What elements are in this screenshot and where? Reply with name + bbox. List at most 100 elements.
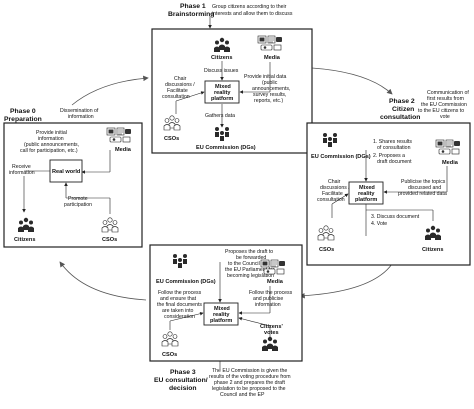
phase2-step2-l2: draft document <box>377 159 412 165</box>
phase1-csos-label: CSOs <box>164 136 179 142</box>
phase1-chair-l4: consultation <box>162 94 190 100</box>
phase2-publicise-l2: discussed and <box>408 185 441 191</box>
phase2-note-l4: to the EU citizens to <box>418 108 464 114</box>
phase0-citizens-label: Citizens <box>14 237 35 243</box>
phase3-follow-l4: are taken into <box>162 308 194 314</box>
phase3-votes-l2: votes <box>264 330 279 336</box>
phase0-provide-l2: information <box>38 136 64 142</box>
phase3-eu-label: EU Commission (DGs) <box>156 279 216 285</box>
phase3-proposes-l3: to the Council and <box>228 261 270 267</box>
phase1-media-label: Media <box>264 55 281 61</box>
phase0-provide-l1: Provide initial <box>36 130 67 136</box>
phase1-group: Phase 1 Brainstorming Group citizens acc… <box>151 3 313 154</box>
phase1-chair-l3: Facilitate <box>167 88 188 94</box>
phase3-note-l1: The EU Commission is given the <box>212 368 287 374</box>
phase3-follow-l3: the final documents <box>157 302 202 308</box>
phase2-eu-label: EU Commission (DGs) <box>311 154 371 160</box>
phase3-title: Phase 3 <box>170 369 196 376</box>
phase2-platform-l3: platform <box>355 197 377 203</box>
phase0-subtitle: Preparation <box>4 116 42 123</box>
phase3-proposes-l4: the EU Parliament for <box>225 267 275 273</box>
phase2-step4: 4. Vote <box>371 221 387 227</box>
phase3-platform-l3: platform <box>210 318 232 324</box>
phase0-provide-l3: (public announcements, <box>24 142 79 148</box>
phase2-chair-l2: discussions / <box>320 185 350 191</box>
phase1-provide-l4: survey results, <box>253 92 286 98</box>
phase2-step1-l2: of consultation <box>377 145 411 151</box>
phase3-note-l3: phase 2 and prepares the draft <box>214 380 286 386</box>
phase0-realworld-label: Real world <box>52 169 81 175</box>
phase1-provide-l1: Provide initial data <box>244 74 287 80</box>
phase1-provide-l5: reports, etc.) <box>254 98 283 104</box>
phase1-citizens-label: Citizens <box>211 55 232 61</box>
phase3-follow-l1: Follow the process <box>158 290 202 296</box>
phase1-note-l1: Group citizens according to their <box>212 4 287 10</box>
phase2-step2-l1: 2. Proposes a <box>373 153 405 159</box>
phase1-platform-l3: platform <box>211 96 233 102</box>
phase2-note-l2: first results from <box>427 96 464 102</box>
phase3-followpub-l2: and publicise <box>253 296 283 302</box>
cycle-arrow-0-to-1 <box>71 75 149 106</box>
phase1-provide-l2: (public <box>262 80 278 86</box>
phase2-step3: 3. Discuss document <box>371 214 420 220</box>
phase2-step1-l1: 1. Shares results <box>373 139 412 145</box>
phase0-group: Phase 0 Preparation Dissemination of inf… <box>3 108 143 248</box>
phase3-votes-l1: Citizens' <box>260 324 283 330</box>
phase1-platform-l2: reality <box>214 90 231 96</box>
phase3-follow-l2: and ensure that <box>160 296 197 302</box>
phase2-media-label: Media <box>442 160 459 166</box>
phase3-note-l5: Council and the EP <box>220 392 265 398</box>
phase1-gathers-label: Gathers data <box>205 113 235 119</box>
phase2-citizens-label: Citizens <box>422 247 443 253</box>
phase0-promote-l1: Promote <box>68 196 88 202</box>
phase0-promote-l2: participation <box>64 202 92 208</box>
phase3-subtitle-l2: EU consultation/ <box>154 377 208 384</box>
phase1-note-l2: interests and allow them to discuss <box>212 11 293 17</box>
phase2-platform-l1: Mixed <box>359 185 375 191</box>
phase3-media-label: Media <box>267 279 284 285</box>
phase3-note-l4: legislation to be proposed to the <box>212 386 286 392</box>
phase0-csos-label: CSOs <box>102 237 117 243</box>
phase1-chair-l1: Chair <box>174 76 187 82</box>
phase2-subtitle-l3: consultation <box>380 114 420 121</box>
cycle-arrow-2-to-3 <box>299 263 393 299</box>
phase1-chair-l2: discussions / <box>165 82 195 88</box>
cycle-arrow-3-to-0 <box>59 261 147 301</box>
phase2-chair-l3: Facilitate <box>322 191 343 197</box>
phase0-dissem-l1: Dissemination of <box>60 108 99 114</box>
phase3-csos-label: CSOs <box>162 352 177 358</box>
phase0-dissem-l2: information <box>68 114 94 120</box>
phase1-subtitle: Brainstorming <box>168 11 214 18</box>
phase2-note-l5: vote <box>440 114 450 120</box>
phase2-subtitle-l2: Citizen <box>392 106 414 113</box>
phase2-chair-l1: Chair <box>328 179 341 185</box>
phase3-group: Proposes the draft to be forwarded to th… <box>149 244 303 398</box>
phase3-note-l2: results of the voting procedure from <box>209 374 291 380</box>
phase3-proposes-l5: becoming legislation <box>227 273 274 279</box>
phase1-provide-l3: announcements, <box>252 86 290 92</box>
phase2-group: Phase 2 Citizen consultation Communicati… <box>306 90 471 266</box>
phase0-receive-l2: information <box>9 170 35 176</box>
phase3-platform-box <box>203 302 239 326</box>
phase0-receive-l1: Receive <box>12 164 31 170</box>
phase2-title: Phase 2 <box>389 98 415 105</box>
phase0-provide-l4: call for participation, etc.) <box>20 148 78 154</box>
phase3-platform-l2: reality <box>213 312 230 318</box>
phase3-followpub-l1: Follow the process <box>249 290 293 296</box>
phase2-publicise-l3: provided related data <box>398 191 447 197</box>
phase3-follow-l5: consideration <box>164 314 195 320</box>
phase2-note-l1: Communication of <box>427 90 469 96</box>
phase2-note-l3: the EU Commission <box>421 102 467 108</box>
phase1-platform-l1: Mixed <box>215 84 231 90</box>
phase3-proposes-l2: be forwarded <box>236 255 266 261</box>
phase0-title: Phase 0 <box>10 108 36 115</box>
phase0-media-label: Media <box>115 147 132 153</box>
phase2-platform-l2: reality <box>358 191 375 197</box>
cycle-arrow-1-to-2 <box>311 67 393 95</box>
phase3-followpub-l3: information <box>255 302 281 308</box>
phase2-csos-label: CSOs <box>319 247 334 253</box>
phase3-platform-l1: Mixed <box>214 306 230 312</box>
phase3-proposes-l1: Proposes the draft to <box>225 249 273 255</box>
phase0-box <box>3 122 143 248</box>
